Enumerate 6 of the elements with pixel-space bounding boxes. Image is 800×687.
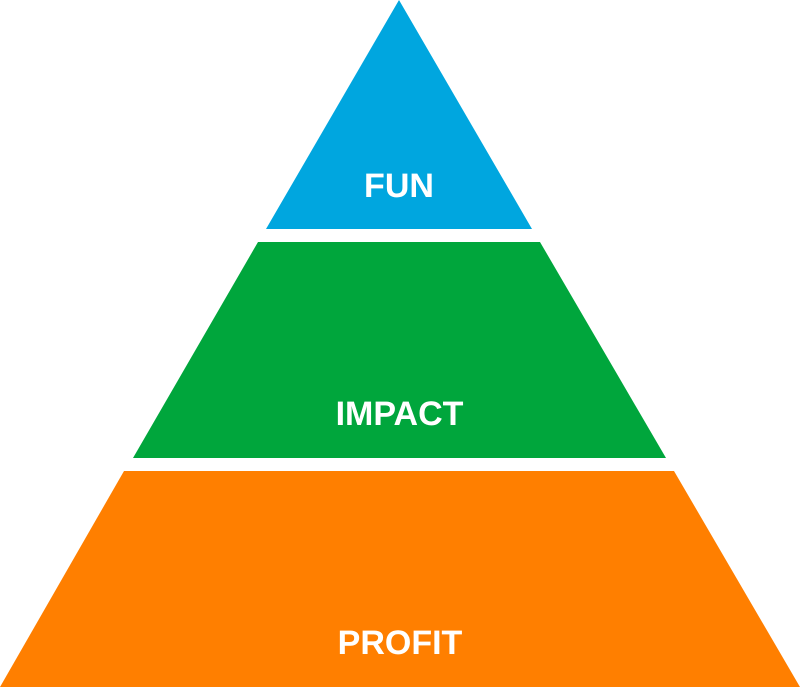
tier-label: IMPACT [336, 394, 464, 434]
tier-label: FUN [364, 166, 434, 206]
pyramid-bottom-tier [0, 471, 800, 687]
tier-label: PROFIT [338, 623, 462, 663]
pyramid-top-triangle [266, 0, 532, 229]
pyramid-middle-tier [133, 242, 666, 458]
